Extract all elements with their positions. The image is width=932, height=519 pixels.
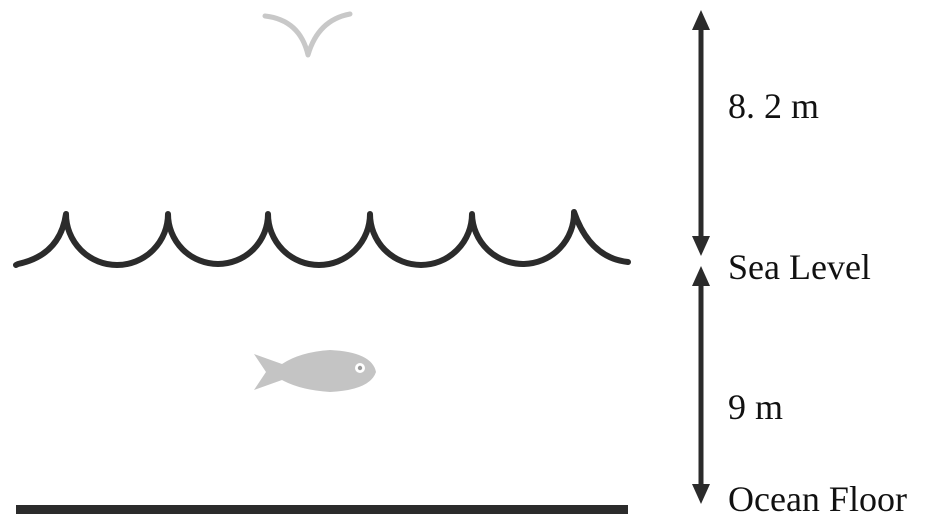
fish-icon	[254, 350, 376, 392]
sea-surface-waves	[13, 209, 631, 268]
ocean-floor-label: Ocean Floor	[728, 479, 907, 519]
bird-icon	[262, 11, 353, 58]
sea-level-label: Sea Level	[728, 247, 871, 287]
height-above-label: 8. 2 m	[728, 86, 820, 126]
depth-below-arrow	[692, 266, 710, 504]
height-above-arrow	[692, 10, 710, 256]
ocean-floor-line	[16, 505, 628, 514]
depth-below-label: 9 m	[728, 387, 784, 427]
